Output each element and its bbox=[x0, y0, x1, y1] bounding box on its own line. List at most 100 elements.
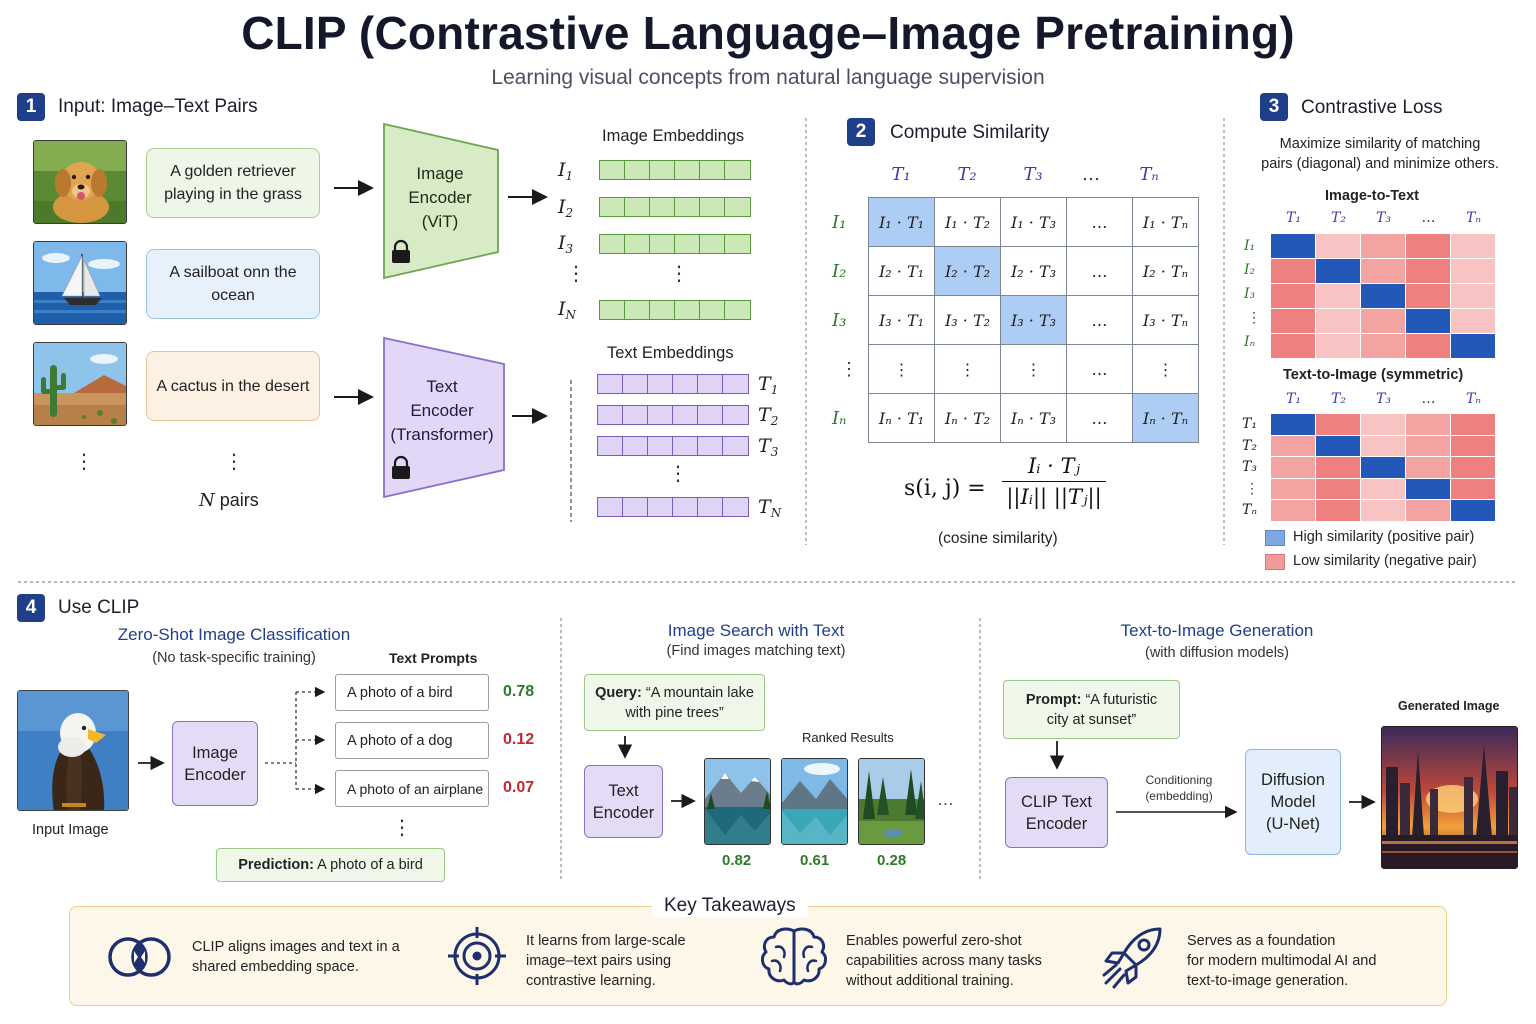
col-header: T₁ bbox=[891, 164, 911, 185]
i2t-column-headers: T₁ T₂ T₃ … Tₙ bbox=[1271, 210, 1496, 226]
col-header: T₂ bbox=[957, 164, 977, 185]
heatmap-cell bbox=[1361, 414, 1405, 435]
cell-n-3: Iₙ · T₃ bbox=[1000, 393, 1067, 443]
image-embedding-label-2: I2 bbox=[558, 196, 574, 221]
heatmap-cell bbox=[1406, 334, 1450, 358]
diffusion-line3: (U-Net) bbox=[1265, 815, 1321, 833]
text-embedding-n bbox=[597, 497, 749, 517]
result-score-2: 0.61 bbox=[800, 852, 830, 869]
heatmap-cell bbox=[1451, 414, 1495, 435]
section1-badge: 1 bbox=[17, 93, 45, 121]
heatmap-cell bbox=[1316, 259, 1360, 283]
text-encoder-line1: Text bbox=[426, 377, 458, 396]
caption-sailboat: A sailboat onn the ocean bbox=[146, 249, 320, 319]
lock-icon-text-encoder bbox=[392, 455, 410, 479]
legend-high-label: High similarity (positive pair) bbox=[1293, 529, 1475, 545]
section3-title: Contrastive Loss bbox=[1301, 97, 1443, 118]
t2i-row: T₃ bbox=[1242, 459, 1257, 475]
page-title: CLIP (Contrastive Language–Image Pretrai… bbox=[241, 7, 1295, 59]
heatmap-cell bbox=[1406, 500, 1450, 521]
heatmap-cell bbox=[1406, 478, 1450, 499]
heatmap-cell bbox=[1361, 457, 1405, 478]
formula-denominator: ||Iᵢ|| ||Tⱼ|| bbox=[1006, 485, 1102, 509]
heatmap-cell bbox=[1451, 478, 1495, 499]
takeaway-4: Serves as a foundation for modern multim… bbox=[1187, 931, 1376, 991]
image-encoder-line3: (ViT) bbox=[421, 212, 459, 231]
formula-lhs: s(i, j) = bbox=[904, 476, 986, 501]
text-embedding-label-1: T1 bbox=[758, 373, 779, 398]
t2i-column-headers: T₁ T₂ T₃ … Tₙ bbox=[1271, 391, 1496, 407]
t2i-col: T₂ bbox=[1331, 391, 1346, 407]
row-header: I₁ bbox=[832, 212, 847, 233]
takeaway-1: CLIP aligns images and text in a shared … bbox=[192, 937, 400, 977]
cell-3-1: I₃ · T₁ bbox=[868, 295, 935, 345]
image-encoder-line2: Encoder bbox=[408, 188, 472, 207]
conditioning-line2: (embedding) bbox=[1145, 789, 1213, 803]
t2i-col: T₁ bbox=[1286, 391, 1301, 407]
zero-shot-title: Zero-Shot Image Classification bbox=[117, 625, 351, 644]
zero-shot-note: (No task-specific training) bbox=[152, 650, 316, 666]
input-image-label: Input Image bbox=[32, 822, 109, 838]
heatmap-cell bbox=[1316, 284, 1360, 308]
lock-icon-image-encoder bbox=[392, 239, 410, 263]
heatmap-cell bbox=[1271, 259, 1315, 283]
conditioning-line1: Conditioning bbox=[1145, 773, 1213, 787]
text-prompts-title: Text Prompts bbox=[389, 650, 478, 666]
query-label: Query: bbox=[595, 684, 642, 701]
cell-1-1: I₁ · T₁ bbox=[868, 197, 935, 247]
formula-numerator: Iᵢ · Tⱼ bbox=[1027, 454, 1081, 478]
cell-dots-1: ⋮ bbox=[868, 344, 935, 394]
t2i-row: ⋮ bbox=[1245, 480, 1259, 497]
cell-dots-2: ⋮ bbox=[934, 344, 1001, 394]
i2t-row: Iₙ bbox=[1244, 334, 1256, 350]
prompt-airplane: A photo of an airplane bbox=[335, 770, 489, 807]
t2i-title: Text-to-Image (symmetric) bbox=[1283, 367, 1464, 383]
takeaways-title: Key Takeaways bbox=[652, 895, 808, 917]
encoder-line1: Image bbox=[192, 743, 238, 762]
n-pairs-label: N pairs bbox=[199, 490, 259, 511]
heatmap-cell bbox=[1271, 457, 1315, 478]
heatmap-cell bbox=[1451, 457, 1495, 478]
similarity-row-headers: I₁ I₂ I₃ ⋮ Iₙ bbox=[832, 198, 858, 443]
text-embedding-label-3: T3 bbox=[758, 435, 779, 460]
prediction-value: A photo of a bird bbox=[313, 857, 423, 873]
prompt-bird: A photo of a bird bbox=[335, 674, 489, 711]
takeaway-3: Enables powerful zero-shot capabilities … bbox=[846, 931, 1042, 991]
col-header: … bbox=[1082, 164, 1100, 185]
heatmap-cell bbox=[1361, 309, 1405, 333]
target-icon bbox=[448, 927, 506, 985]
takeaway-1-line1: CLIP aligns images and text in a bbox=[192, 939, 400, 955]
takeaway-2-line2: image–text pairs using bbox=[526, 953, 672, 969]
cell-1-dots: … bbox=[1066, 197, 1133, 247]
cell-2-3: I₂ · T₃ bbox=[1000, 246, 1067, 296]
t2i-row: T₁ bbox=[1242, 416, 1257, 432]
conditioning-label: Conditioning (embedding) bbox=[1130, 772, 1228, 804]
takeaway-3-line3: without additional training. bbox=[846, 973, 1014, 989]
takeaway-4-line3: text-to-image generation. bbox=[1187, 973, 1349, 989]
i2t-row-headers: I₁ I₂ I₃ ⋮ Iₙ bbox=[1244, 234, 1261, 354]
search-arrows bbox=[617, 736, 696, 809]
prompt-dog: A photo of a dog bbox=[335, 722, 489, 759]
takeaway-4-line2: for modern multimodal AI and bbox=[1187, 953, 1377, 969]
cell-dots-dots: … bbox=[1066, 344, 1133, 394]
heatmap-cell bbox=[1451, 284, 1495, 308]
legend-high-swatch bbox=[1265, 530, 1285, 546]
heatmap-cell bbox=[1271, 435, 1315, 456]
generation-note: (with diffusion models) bbox=[1145, 645, 1289, 661]
ranked-results-title: Ranked Results bbox=[802, 730, 894, 745]
takeaway-2-line1: It learns from large-scale bbox=[526, 933, 686, 949]
takeaway-4-line1: Serves as a foundation bbox=[1187, 933, 1336, 949]
caption-golden-retriever: A golden retriever playing in the grass bbox=[146, 148, 320, 218]
t2i-row: T₂ bbox=[1242, 437, 1257, 454]
cell-2-n: I₂ · Tₙ bbox=[1132, 246, 1199, 296]
heatmap-cell bbox=[1361, 500, 1405, 521]
heatmap-cell bbox=[1451, 500, 1495, 521]
heatmap-cell bbox=[1271, 500, 1315, 521]
search-text-encoder: Text Encoder bbox=[584, 765, 663, 838]
image-labels-ellipsis: ⋮ bbox=[566, 263, 586, 285]
row-header: Iₙ bbox=[832, 408, 847, 429]
t2i-col: … bbox=[1421, 391, 1436, 407]
result-score-3: 0.28 bbox=[877, 852, 907, 869]
score-dog: 0.12 bbox=[503, 731, 535, 748]
text-embedding-3 bbox=[597, 436, 749, 456]
